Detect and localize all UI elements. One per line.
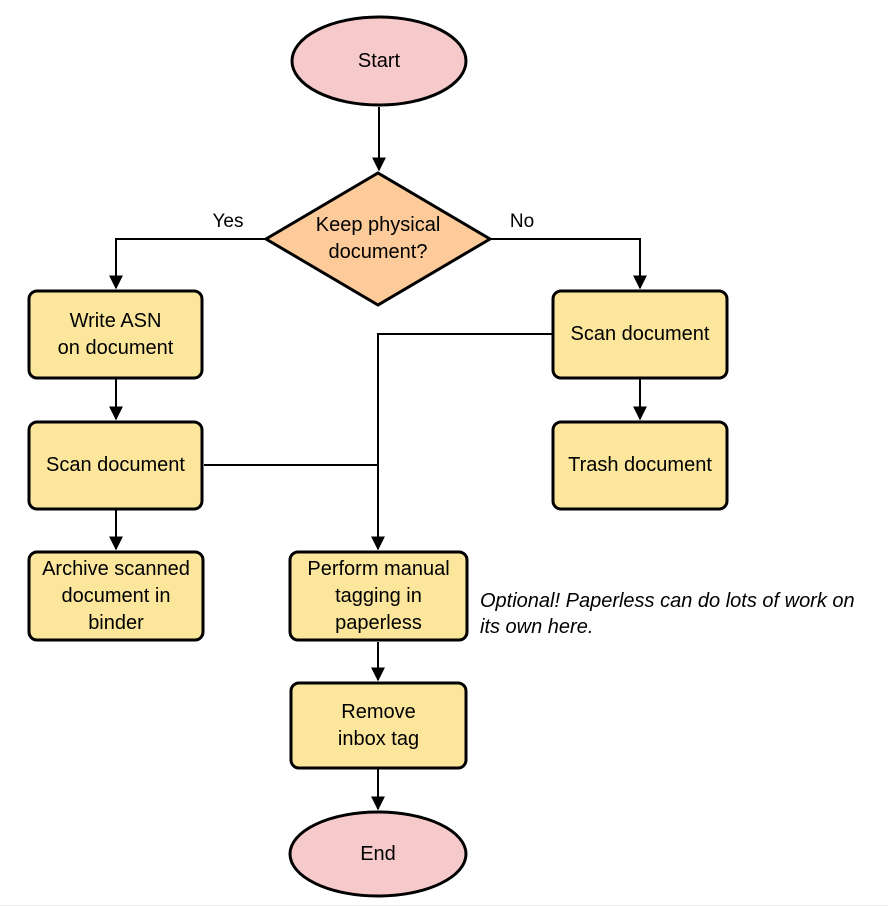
node-decision-shape xyxy=(263,171,493,307)
edge-scan-right-to-tagging xyxy=(371,333,552,551)
bottom-divider xyxy=(0,905,888,906)
node-start-shape xyxy=(290,15,468,107)
edge-decision-no-to-scan-right xyxy=(490,238,647,290)
edge-decision-yes-to-write-asn xyxy=(109,238,266,290)
node-scan-right-shape xyxy=(551,289,729,380)
node-scan-left-shape xyxy=(27,420,204,511)
node-write-asn-shape xyxy=(27,289,204,380)
node-tagging-shape xyxy=(288,550,469,642)
node-end-shape xyxy=(288,810,468,898)
node-archive-shape xyxy=(27,550,205,642)
node-remove-inbox-shape xyxy=(289,681,468,770)
node-trash-shape xyxy=(551,420,729,511)
